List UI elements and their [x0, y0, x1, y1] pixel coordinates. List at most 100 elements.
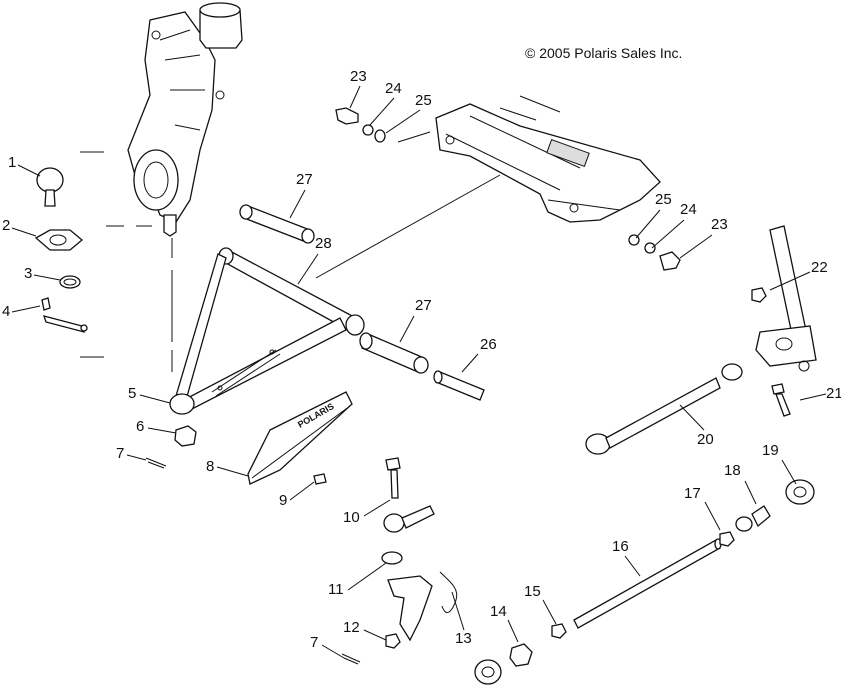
callout-c26: 26: [480, 336, 497, 353]
assembly-guide-lines: [80, 131, 501, 372]
callout-c22: 22: [811, 259, 828, 276]
a-arm: [169, 247, 365, 415]
callout-c16: 16: [612, 538, 629, 555]
callout-c18: 18: [724, 462, 741, 479]
callout-leader-c23b: [679, 234, 713, 259]
callout-leader-c9: [289, 481, 315, 501]
lock-washer-right: [644, 242, 656, 254]
jam-nut-left: [509, 643, 533, 667]
callout-leader-c21: [799, 393, 827, 401]
callout-c24a: 24: [385, 80, 402, 97]
frame-crossmember: [435, 95, 661, 223]
steering-post-bolt: [771, 383, 791, 417]
callout-leader-c15: [542, 599, 557, 625]
pivot-bushing-upper: [239, 204, 315, 244]
callout-c4: 4: [2, 303, 10, 320]
callout-leader-c11: [347, 562, 387, 591]
callout-leader-c1: [17, 164, 41, 177]
pivot-tube: [433, 370, 485, 401]
callout-c27b: 27: [415, 297, 432, 314]
copyright-text: © 2005 Polaris Sales Inc.: [525, 45, 683, 61]
callout-c3: 3: [24, 265, 32, 282]
ball-joint: [36, 167, 64, 207]
callout-leader-c5: [139, 394, 171, 404]
callout-c25a: 25: [415, 92, 432, 109]
guard-screw: [313, 473, 327, 485]
callout-leader-c17: [704, 501, 721, 531]
frame-bolt-right: [659, 251, 681, 271]
pins: [41, 297, 88, 333]
callout-leader-c25a: [385, 109, 421, 134]
callout-c27a: 27: [296, 171, 313, 188]
callout-c8: 8: [206, 458, 214, 475]
steering-post-nut: [751, 287, 767, 303]
tie-rod-bolt: [385, 457, 401, 499]
tie-rod-end-outer: [474, 659, 502, 685]
tie-rod: [573, 538, 722, 629]
steering-link: [585, 363, 743, 455]
ball-joint-nut: [174, 425, 197, 447]
washer-left: [374, 129, 386, 143]
retaining-plate: [34, 229, 84, 251]
callout-leader-c20: [679, 404, 705, 431]
washer-upper: [381, 551, 403, 565]
callout-c25b: 25: [655, 191, 672, 208]
callout-c14: 14: [490, 603, 507, 620]
callout-c12: 12: [343, 619, 360, 636]
callout-leader-c22: [769, 271, 811, 291]
callout-leader-c13: [451, 591, 465, 631]
callout-c19: 19: [762, 442, 779, 459]
callout-c15: 15: [524, 583, 541, 600]
steering-post: [755, 225, 817, 372]
callout-leader-c24b: [651, 219, 685, 249]
a-arm-guard: POLARIS: [247, 391, 353, 485]
pivot-bushing-lower: [359, 332, 429, 374]
callout-leader-c27a: [289, 189, 306, 219]
callout-leader-c26: [461, 353, 479, 373]
steering-knuckle: [127, 2, 243, 237]
snap-ring: [59, 275, 81, 289]
callout-c24b: 24: [680, 201, 697, 218]
cotter-pin-lower: [341, 653, 361, 665]
callout-c17: 17: [684, 485, 701, 502]
callout-leader-c3: [33, 274, 61, 281]
callout-leader-c27b: [399, 315, 415, 343]
callout-leader-c23a: [349, 85, 361, 109]
callout-leader-c25b: [635, 209, 661, 239]
callout-leader-c28: [297, 253, 319, 285]
callout-c11: 11: [328, 581, 344, 598]
callout-c20: 20: [697, 431, 714, 448]
callout-c7b: 7: [310, 634, 318, 651]
callout-c5: 5: [128, 385, 136, 402]
callout-leader-c19: [781, 459, 797, 485]
callout-leader-c18: [744, 480, 757, 505]
callout-leader-c16: [624, 555, 641, 577]
callout-leader-c7b: [321, 644, 345, 659]
cotter-pin-upper: [145, 457, 167, 469]
tie-rod-end-right: [785, 479, 815, 505]
tie-rod-end-inner: [383, 505, 435, 533]
callout-c1: 1: [8, 154, 16, 171]
lock-washer-left: [362, 124, 374, 136]
callout-leader-c7a: [126, 454, 147, 461]
adjuster-nut-right: [719, 531, 735, 547]
callout-leader-c10: [363, 499, 391, 517]
rod-end: [735, 505, 771, 532]
steering-bracket: [387, 571, 458, 642]
callout-c10: 10: [343, 509, 360, 526]
callout-c23b: 23: [711, 216, 728, 233]
callout-c2: 2: [2, 217, 10, 234]
callout-c13: 13: [455, 630, 472, 647]
adjuster-nut-left: [551, 623, 567, 639]
bracket-nut: [385, 633, 401, 649]
callout-c6: 6: [136, 418, 144, 435]
callout-leader-c6: [147, 427, 177, 434]
callout-leader-c2: [11, 227, 37, 237]
frame-bolt-left: [335, 107, 359, 125]
callout-c28: 28: [315, 235, 332, 252]
callout-c21: 21: [826, 385, 841, 402]
callout-leader-c8: [216, 466, 249, 477]
callout-c23a: 23: [350, 68, 367, 85]
callouts: 1234567891011121314151617181920212223242…: [2, 68, 841, 659]
